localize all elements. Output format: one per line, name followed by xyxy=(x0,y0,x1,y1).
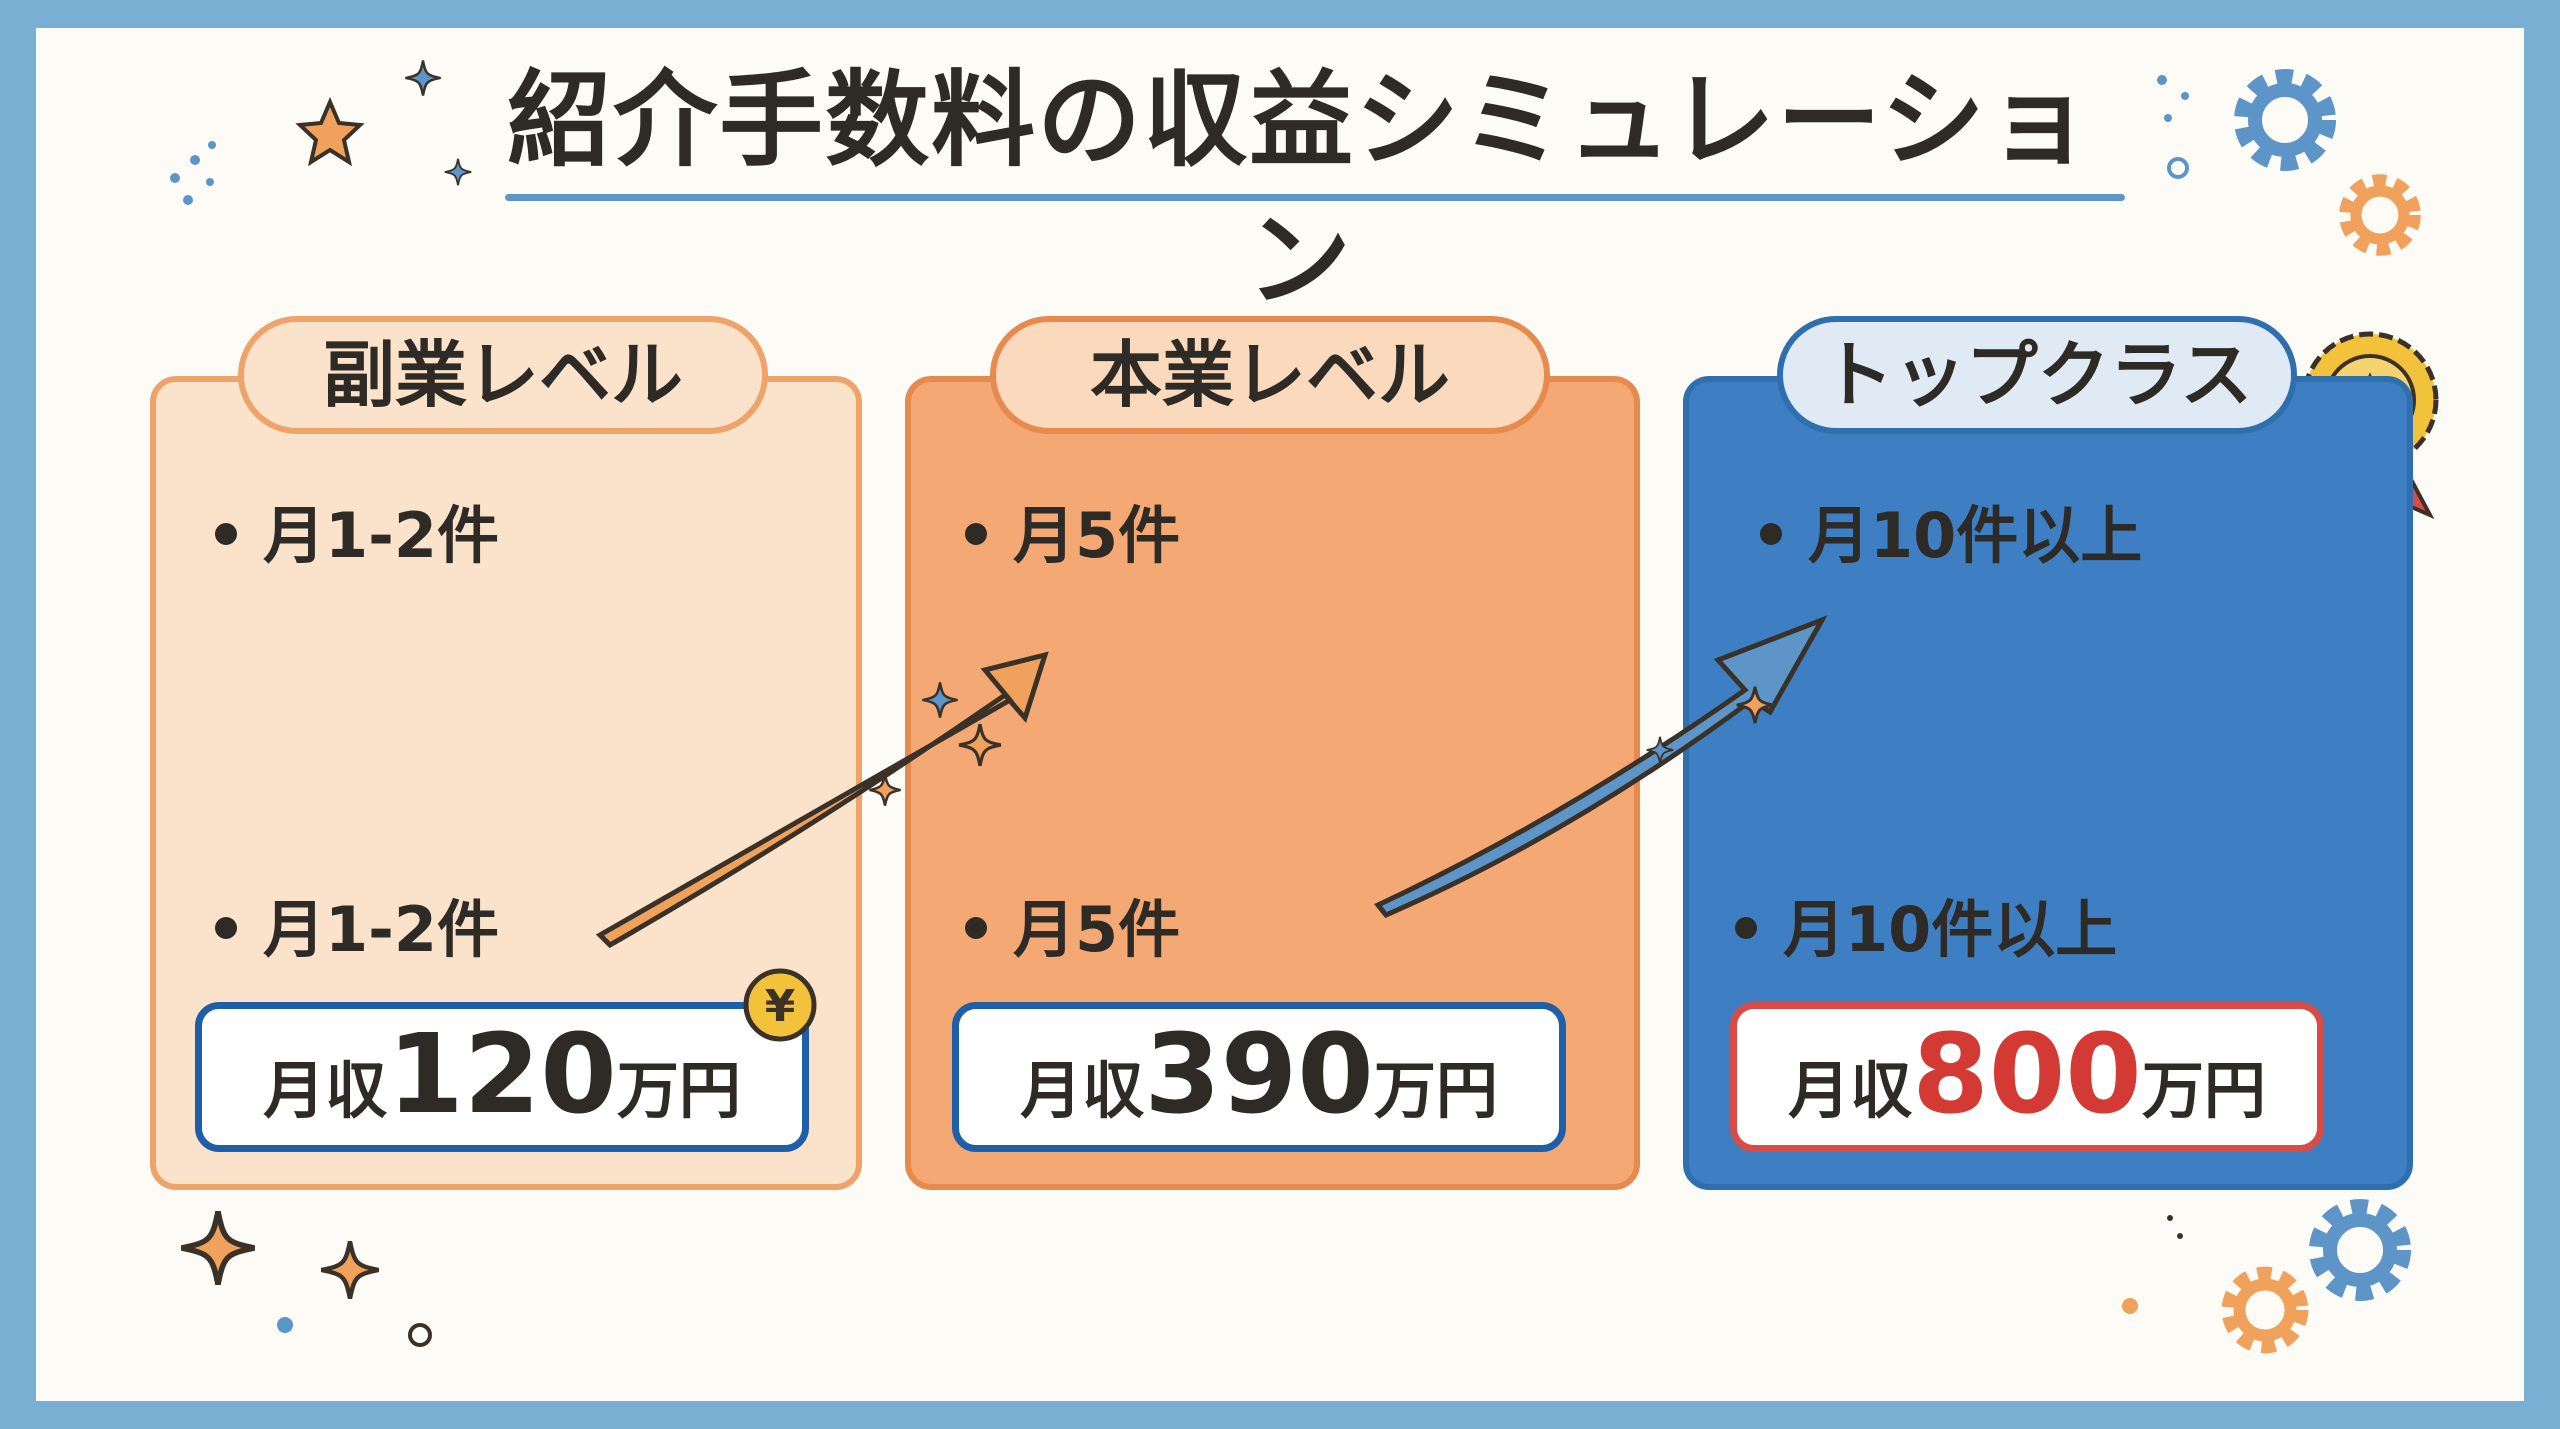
list-item: 月10件以上 xyxy=(1735,890,2117,970)
sparkle-icon xyxy=(321,1241,378,1298)
bullet-dot xyxy=(1735,916,1757,939)
bullet-dot xyxy=(965,522,987,545)
list-item: 月1-2件 xyxy=(215,890,499,970)
bullet-dot xyxy=(1760,522,1782,545)
list-item: 月5件 xyxy=(965,890,1180,970)
tier-title-main-job: 本業レベル xyxy=(990,316,1550,434)
list-item: 月1-2件 xyxy=(215,496,499,576)
tier-title-side-job: 副業レベル xyxy=(238,316,768,434)
monthly-income-box: 月収390万円 xyxy=(952,1002,1566,1152)
monthly-income-box: 月収800万円 xyxy=(1730,1002,2324,1152)
sparkle-icon xyxy=(404,59,442,97)
tier-title-top-class: トップクラス xyxy=(1777,316,2297,434)
title-underline xyxy=(505,194,2125,201)
page-title: 紹介手数料の収益シミュレーション xyxy=(507,59,2093,321)
sparkle-icon xyxy=(443,157,473,187)
dots-decoration xyxy=(277,1215,2183,1347)
bullet-dot xyxy=(215,916,237,939)
dots-decoration xyxy=(170,75,2189,205)
sparkle-icon xyxy=(182,1212,255,1285)
bullet-dot xyxy=(215,522,237,545)
list-item: 月10件以上 xyxy=(1760,496,2142,576)
bullet-dot xyxy=(965,916,987,939)
gear-icon xyxy=(2346,181,2413,248)
gear-icon xyxy=(2229,1274,2300,1345)
monthly-income-box: 月収120万円 xyxy=(195,1002,809,1152)
star-icon xyxy=(295,96,365,167)
gear-icon xyxy=(2243,78,2327,162)
list-item: 月5件 xyxy=(965,496,1180,576)
gear-icon xyxy=(2318,1208,2402,1292)
